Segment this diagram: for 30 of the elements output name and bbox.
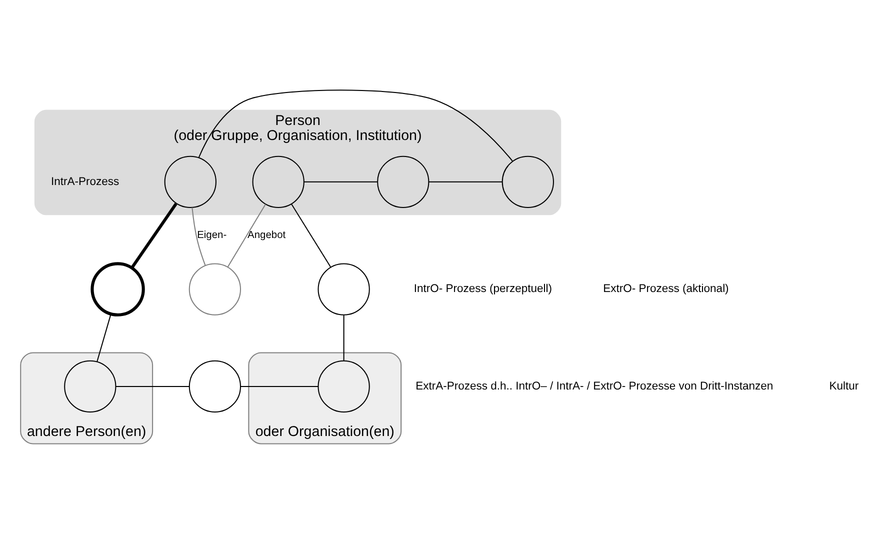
node-circle xyxy=(164,156,216,208)
edge-label: Angebot xyxy=(248,230,286,242)
connector xyxy=(304,181,378,182)
connector xyxy=(116,386,190,387)
node-circle xyxy=(90,262,145,316)
node-circle xyxy=(188,263,242,316)
label: IntrO- Prozess (perzeptuell) xyxy=(414,283,552,296)
connector xyxy=(428,181,502,182)
connector xyxy=(343,315,344,361)
connector xyxy=(240,386,318,387)
cluster: andere Person(en) xyxy=(20,352,154,444)
node-circle xyxy=(64,360,116,413)
edge-label: Eigen- xyxy=(197,230,227,242)
connector xyxy=(227,204,266,268)
label: ExtrA-Prozess d.h.. IntrO– / IntrA- / ExtrO- Prozesse von Dritt-Instanzen xyxy=(416,380,774,392)
node-circle xyxy=(318,360,370,413)
label: IntrA-Prozess xyxy=(50,176,120,188)
node-circle xyxy=(252,156,304,208)
label: Kultur xyxy=(829,380,859,392)
cluster: oder Organisation(en) xyxy=(248,352,402,444)
connector xyxy=(130,202,178,269)
node-circle xyxy=(318,263,370,316)
node-circle xyxy=(188,360,242,413)
connector xyxy=(291,204,332,268)
connector xyxy=(96,314,112,362)
node-circle xyxy=(502,156,554,208)
connector xyxy=(198,90,513,162)
label: ExtrO- Prozess (aktional) xyxy=(603,283,729,296)
connector xyxy=(192,207,206,266)
node-circle xyxy=(377,156,430,208)
